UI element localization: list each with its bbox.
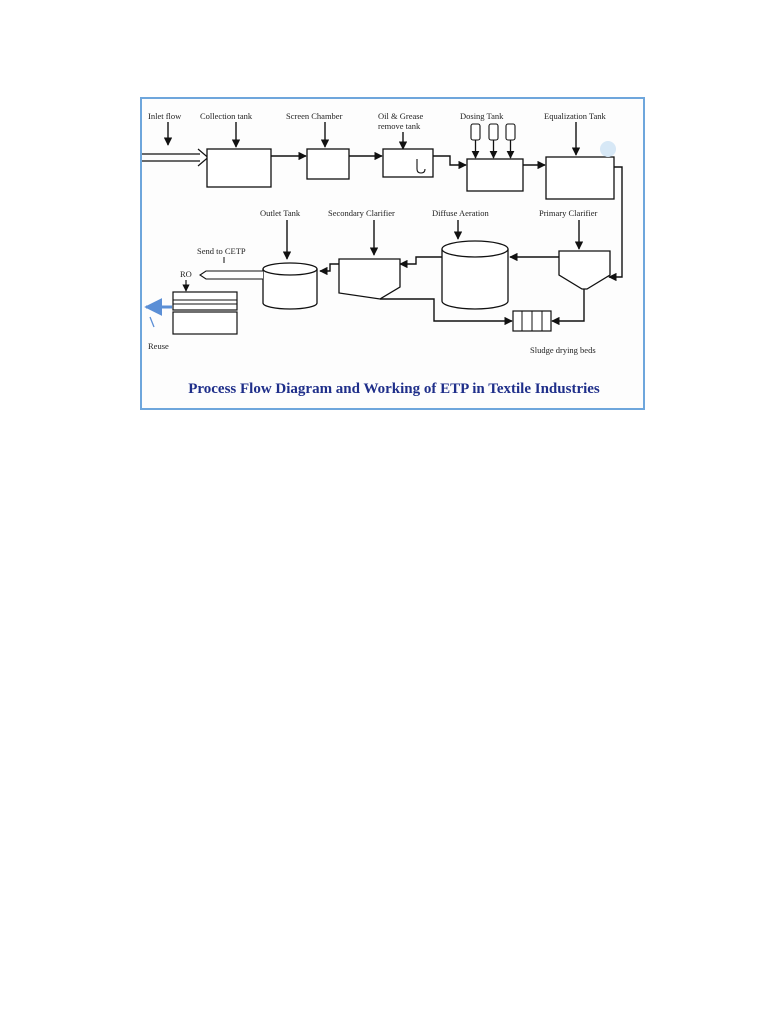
collection-tank <box>206 148 272 188</box>
dosing-tank <box>466 123 524 192</box>
sludge-line-primary <box>551 289 585 326</box>
label-inlet-flow: Inlet flow <box>148 111 182 121</box>
flow-equalization-to-primary <box>608 166 623 282</box>
cetp-outflow-pipe <box>199 270 263 280</box>
reuse-pointer <box>149 316 155 328</box>
outlet-tank <box>262 262 318 310</box>
ro-unit <box>172 291 238 335</box>
flow-oil-to-dosing <box>433 155 467 170</box>
label-sludge-drying-beds: Sludge drying beds <box>530 345 596 355</box>
label-oil-grease-line2: remove tank <box>378 121 421 131</box>
watermark-logo <box>600 141 616 157</box>
label-equalization-tank: Equalization Tank <box>544 111 607 121</box>
label-secondary-clarifier: Secondary Clarifier <box>328 208 395 218</box>
label-oil-grease-line1: Oil & Grease <box>378 111 424 121</box>
flow-aeration-to-secondary <box>399 256 442 269</box>
label-screen-chamber: Screen Chamber <box>286 111 343 121</box>
label-ro: RO <box>180 269 192 279</box>
oil-skimmer-icon <box>416 159 426 174</box>
oil-grease-remove-tank <box>382 148 434 178</box>
diagram-caption: Process Flow Diagram and Working of ETP … <box>188 381 600 397</box>
screen-chamber <box>306 148 350 180</box>
secondary-clarifier <box>338 258 401 300</box>
label-collection-tank: Collection tank <box>200 111 253 121</box>
label-outlet-tank: Outlet Tank <box>260 208 301 218</box>
sludge-drying-beds <box>512 310 552 332</box>
label-reuse: Reuse <box>148 341 169 351</box>
primary-clarifier <box>558 250 611 290</box>
label-send-to-cetp: Send to CETP <box>197 246 246 256</box>
inlet-flow-arrow <box>142 148 209 167</box>
equalization-tank <box>545 156 615 200</box>
label-dosing-tank: Dosing Tank <box>460 111 504 121</box>
label-diffuse-aeration: Diffuse Aeration <box>432 208 489 218</box>
flow-secondary-to-outlet <box>319 263 339 276</box>
etp-process-flow-diagram: Inlet flow Collection tank Screen Chambe… <box>140 97 645 410</box>
sludge-line-secondary <box>380 298 513 326</box>
label-primary-clarifier: Primary Clarifier <box>539 208 597 218</box>
diagram-canvas: Inlet flow Collection tank Screen Chambe… <box>142 111 623 397</box>
diffuse-aeration-tank <box>441 240 509 310</box>
